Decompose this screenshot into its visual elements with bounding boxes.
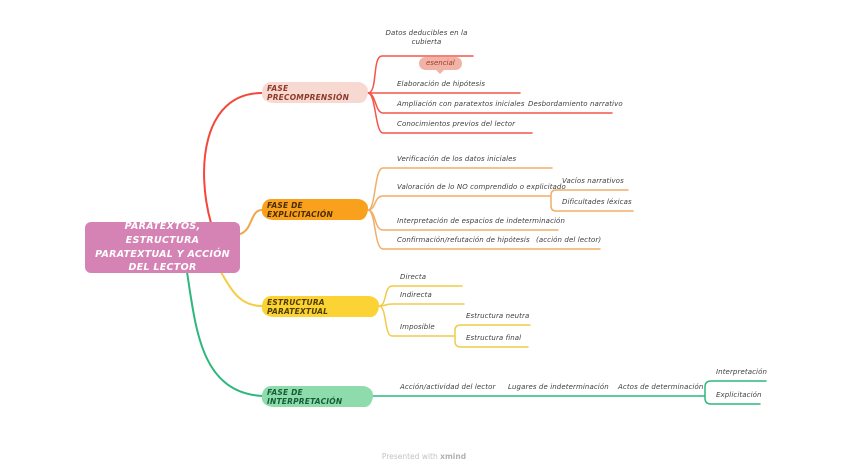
subtopic-estructura-final[interactable]: Estructura final (466, 334, 522, 342)
subtopic-accion-actividad-lector[interactable]: Acción/actividad del lector (400, 383, 496, 391)
branch-estructura-paratextual[interactable]: ESTRUCTURA PARATEXTUAL (262, 296, 379, 317)
subtopic-accion-del-lector[interactable]: (acción del lector) (536, 236, 602, 244)
branch-fase-de-explicitacion[interactable]: FASE DE EXPLICITACIÓN (262, 199, 368, 220)
subtopic-estructura-neutra[interactable]: Estructura neutra (466, 312, 530, 320)
subtopic-ampliacion-paratextos[interactable]: Ampliación con paratextos iniciales (397, 100, 525, 108)
watermark-text: Presented with (381, 452, 438, 461)
subtopic-interpretacion-espacios[interactable]: Interpretación de espacios de indetermin… (397, 217, 565, 225)
central-topic[interactable]: PARATEXTOS, ESTRUCTURA PARATEXTUAL Y ACC… (85, 221, 240, 273)
subtopic-actos-determinacion[interactable]: Actos de determinación (618, 383, 704, 391)
callout-esencial[interactable]: esencial (419, 57, 462, 74)
subtopic-verificacion-datos[interactable]: Verificación de los datos iniciales (397, 155, 517, 163)
subtopic-dificultades-lexicas[interactable]: Dificultades léxicas (562, 198, 632, 206)
subtopic-vacios-narrativos[interactable]: Vacíos narrativos (562, 177, 624, 185)
subtopic-datos-deducibles[interactable]: Datos deducibles en la cubierta (385, 29, 468, 47)
watermark: Presented with xmind (0, 452, 848, 461)
subtopic-lugares-indeterminacion[interactable]: Lugares de indeterminación (508, 383, 609, 391)
subtopic-indirecta[interactable]: Indirecta (400, 291, 432, 299)
subtopic-desbordamiento-narrativo[interactable]: Desbordamiento narrativo (528, 100, 623, 108)
subtopic-conocimientos-previos[interactable]: Conocimientos previos del lector (397, 120, 516, 128)
branch-fase-precomprension[interactable]: FASE PRECOMPRENSIÓN (262, 82, 368, 103)
subtopic-elaboracion-hipotesis[interactable]: Elaboración de hipótesis (397, 80, 486, 88)
subtopic-interpretacion[interactable]: Interpretación (716, 368, 768, 376)
subtopic-explicitacion[interactable]: Explicitación (716, 391, 762, 399)
subtopic-directa[interactable]: Directa (400, 273, 427, 281)
subtopic-valoracion-no-comprendido[interactable]: Valoración de lo NO comprendido o explic… (397, 183, 566, 191)
branch-fase-de-interpretacion[interactable]: FASE DE INTERPRETACIÓN (262, 386, 373, 407)
subtopic-confirmacion-refutacion[interactable]: Confirmación/refutación de hipótesis (397, 236, 530, 244)
subtopic-imposible[interactable]: Imposible (400, 323, 435, 331)
xmind-logo: xmind (440, 452, 467, 461)
